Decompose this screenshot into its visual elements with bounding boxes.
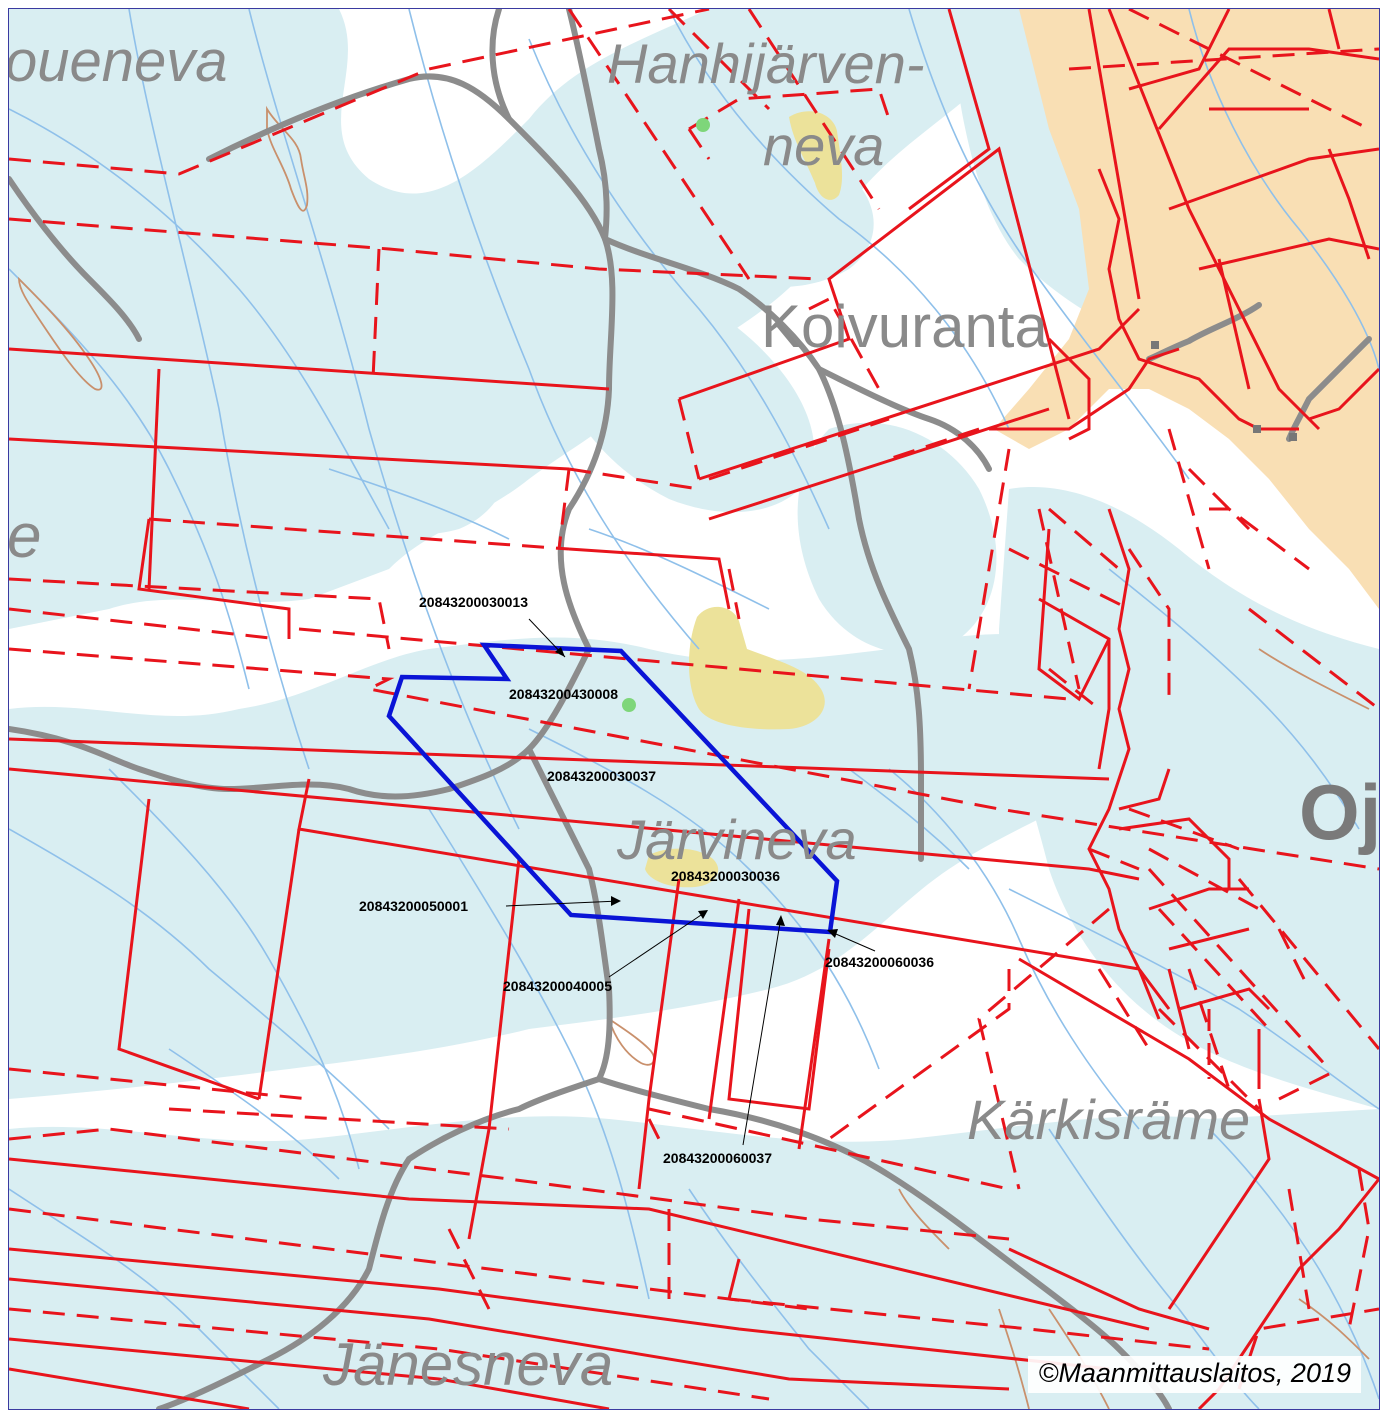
small-gray-markers	[1151, 341, 1297, 441]
parcel-id-label[interactable]: 20843200030037	[547, 768, 656, 784]
place-name-label: Kärkisräme	[967, 1088, 1250, 1151]
parcel-id-label[interactable]: 20843200030036	[671, 868, 780, 884]
parcel-id-label[interactable]: 20843200430008	[509, 686, 618, 702]
green-markers	[622, 118, 710, 712]
copyright-notice: ©Maanmittauslaitos, 2019	[1028, 1356, 1361, 1393]
parcel-id-label[interactable]: 20843200030013	[419, 594, 528, 610]
parcel-arrow-heads	[555, 647, 838, 938]
parcel-id-label[interactable]: 20843200060036	[825, 954, 934, 970]
parcel-id-label[interactable]: 20843200060037	[663, 1150, 772, 1166]
place-name-label: neva	[763, 114, 884, 177]
place-names: oueneva Hanhijärven- neva Koivuranta e O…	[9, 29, 1379, 1398]
settlement-area	[994, 9, 1379, 609]
place-name-label: Jänesneva	[322, 1331, 613, 1398]
parcel-id-label[interactable]: 20843200050001	[359, 898, 468, 914]
roads	[9, 9, 1372, 1409]
parcel-labels: 20843200030013 20843200430008 2084320003…	[359, 594, 934, 1166]
target-area-outline[interactable]	[386, 642, 840, 935]
topographic-map[interactable]: oueneva Hanhijärven- neva Koivuranta e O…	[9, 9, 1379, 1409]
place-name-label: Hanhijärven-	[607, 32, 925, 95]
map-frame: oueneva Hanhijärven- neva Koivuranta e O…	[8, 8, 1380, 1410]
contour-lines	[18, 105, 1370, 1409]
place-name-label: e	[9, 502, 41, 571]
place-name-label: oueneva	[9, 29, 228, 94]
parcel-id-label[interactable]: 20843200040005	[503, 978, 612, 994]
property-boundaries	[9, 9, 1379, 1409]
place-name-label: Koivuranta	[761, 293, 1048, 360]
place-name-label: Järvineva	[616, 808, 857, 871]
place-name-label: Oj	[1299, 768, 1379, 856]
